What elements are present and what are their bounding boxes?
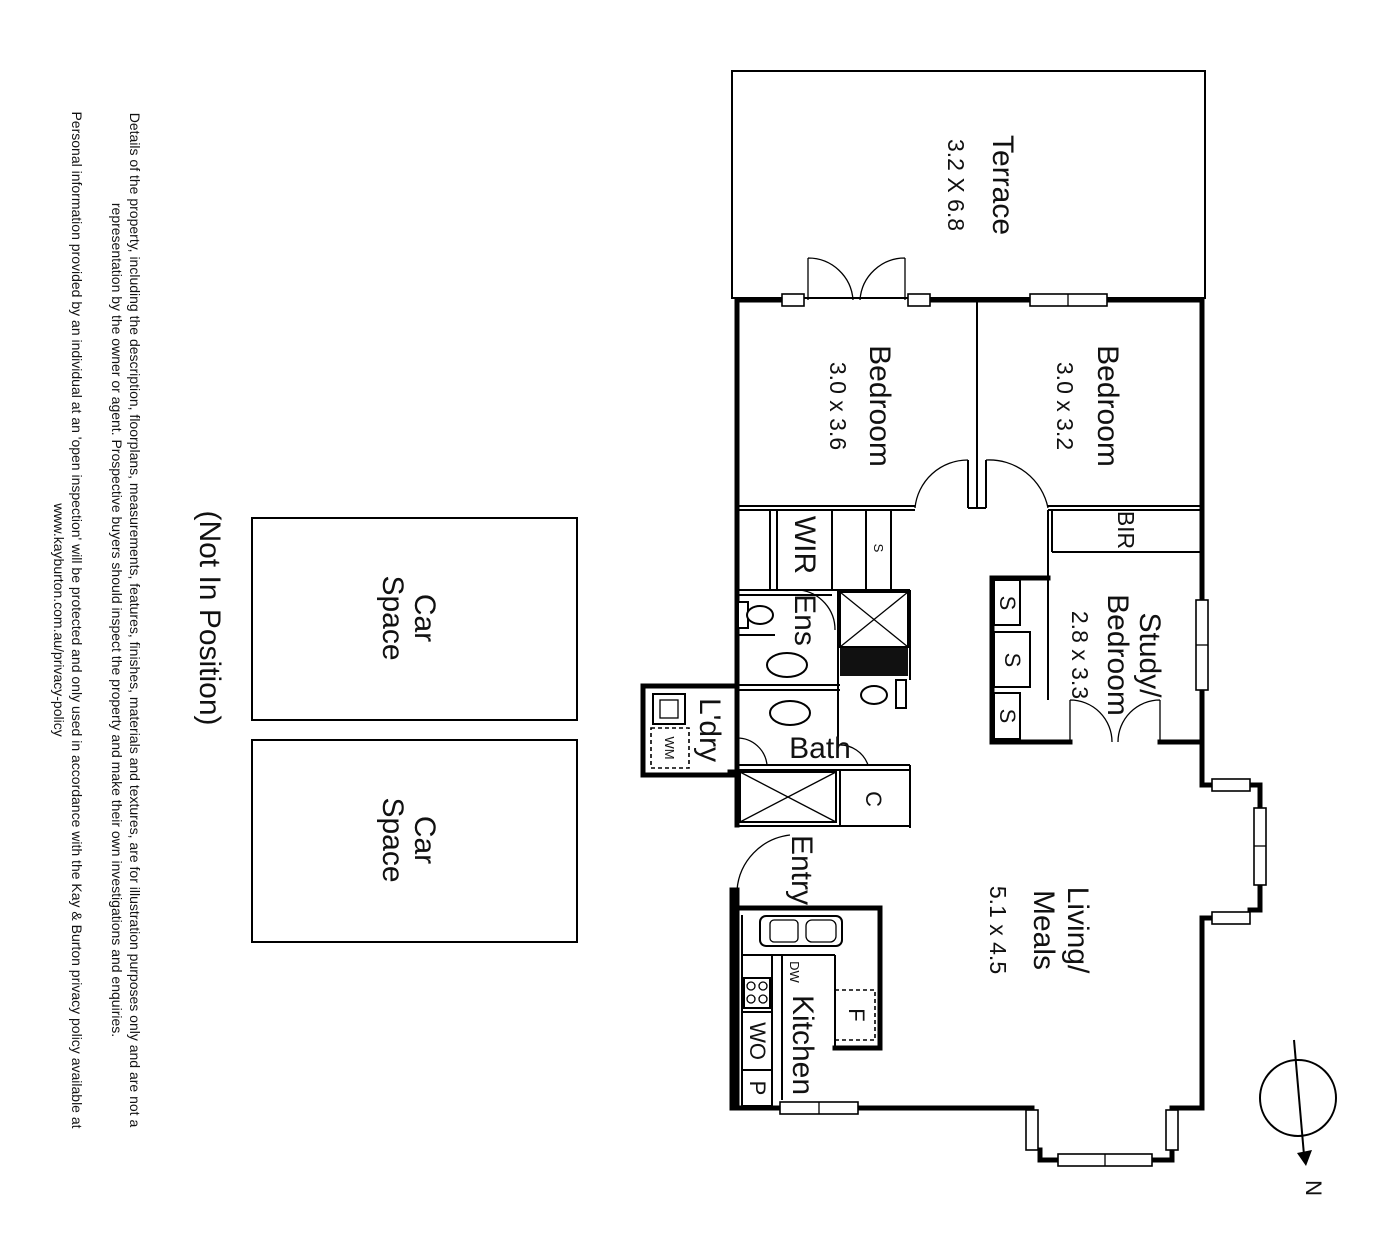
- washing-machine-label: WM: [662, 736, 677, 759]
- car-space-word-2: Space: [376, 575, 409, 660]
- wall-oven-label: WO: [745, 1022, 770, 1060]
- washing-machine: [650, 727, 690, 769]
- bedroom2-name: Bedroom: [863, 345, 896, 467]
- sanitary-fixtures: [737, 601, 907, 726]
- study-name-2: Bedroom: [1101, 594, 1134, 716]
- car-space-1-label: Car Space: [376, 575, 441, 660]
- kitchen-sink: [759, 915, 843, 947]
- disclaimer-line-3: Personal information provided by an indi…: [69, 111, 85, 1128]
- living-name-2: Meals: [1027, 890, 1060, 970]
- study-name-1: Study/: [1133, 612, 1166, 698]
- cooktop: [743, 977, 771, 1009]
- entry-label: Entry: [785, 835, 818, 905]
- kitchen-label: Kitchen: [786, 995, 819, 1095]
- bedroom1-label: Bedroom 3.0 x 3.2: [1052, 345, 1124, 467]
- pantry-label: P: [745, 1081, 770, 1096]
- bedroom2-label: Bedroom 3.0 x 3.6: [825, 345, 896, 467]
- bedroom1-name: Bedroom: [1091, 345, 1124, 467]
- disclaimer-line-2: representation by the owner or agent. Pr…: [109, 203, 125, 1037]
- car-note: (Not In Position): [193, 510, 226, 725]
- shelf-label: S: [1000, 653, 1025, 668]
- bath-label: Bath: [789, 732, 851, 765]
- shelf-label: S: [871, 544, 886, 553]
- doors: [736, 257, 1161, 891]
- car-space-2-label: Car Space: [376, 797, 441, 882]
- car-space-word-1: Car: [408, 594, 441, 642]
- living-name-1: Living/: [1061, 887, 1094, 974]
- bedroom1-size: 3.0 x 3.2: [1052, 362, 1078, 450]
- dishwasher-label: DW: [787, 961, 802, 983]
- wir-label: WIR: [788, 516, 821, 574]
- exterior-walls: [727, 297, 1263, 1163]
- laundry-tub: [652, 693, 686, 725]
- living-size: 5.1 x 4.5: [985, 886, 1011, 974]
- bir-label: BIR: [1113, 511, 1139, 549]
- shelf-label: S: [995, 596, 1020, 611]
- car-space-2: [251, 739, 578, 943]
- terrace-label: Terrace 3.2 X 6.8: [943, 135, 1019, 235]
- ensuite-label: Ens: [788, 594, 821, 646]
- ensuite-hob-divider: [840, 648, 908, 676]
- internal-walls: [734, 302, 1203, 1107]
- laundry-walls: [640, 683, 740, 778]
- study-label: Study/ Bedroom 2.8 x 3.3: [1067, 594, 1166, 716]
- terrace-name: Terrace: [986, 135, 1019, 235]
- fridge-label: F: [844, 1008, 869, 1021]
- study-size: 2.8 x 3.3: [1067, 611, 1093, 699]
- living-label: Living/ Meals 5.1 x 4.5: [985, 886, 1094, 974]
- study-shelf-labels: S S S S: [871, 544, 1025, 724]
- terrace-size: 3.2 X 6.8: [943, 139, 969, 231]
- fridge: [834, 989, 876, 1041]
- laundry-label: L'dry: [693, 698, 726, 762]
- disclaimer: Details of the property, including the d…: [51, 111, 143, 1128]
- disclaimer-line-4: www.kayburton.com.au/privacy-policy: [51, 502, 67, 736]
- car-space-word-2: Space: [376, 797, 409, 882]
- car-space-1: [251, 517, 578, 721]
- compass-north-label: N: [1301, 1180, 1326, 1196]
- bedroom2-size: 3.0 x 3.6: [825, 362, 851, 450]
- cupboard-label: C: [861, 791, 886, 807]
- car-space-word-1: Car: [408, 816, 441, 864]
- shelf-label: S: [995, 709, 1020, 724]
- compass-rose: [1259, 1039, 1337, 1166]
- disclaimer-line-1: Details of the property, including the d…: [127, 113, 143, 1128]
- windows: [779, 293, 1267, 1167]
